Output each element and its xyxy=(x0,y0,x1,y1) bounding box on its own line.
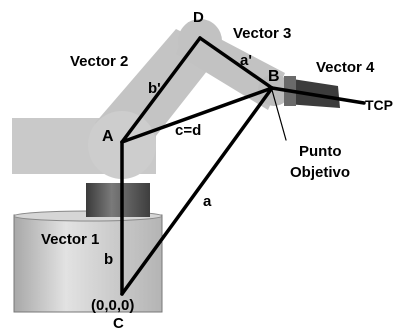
label-vector-2: Vector 2 xyxy=(70,53,128,70)
base-collar xyxy=(86,183,150,217)
forearm-link xyxy=(176,22,285,110)
label-point-c: C xyxy=(113,315,124,332)
vector-lines xyxy=(120,36,366,296)
label-point-a: A xyxy=(102,128,114,145)
label-a-prime: a' xyxy=(240,52,252,69)
line-a-prime xyxy=(198,36,274,90)
label-point-b: B xyxy=(268,68,280,85)
base-cylinder xyxy=(13,214,163,313)
label-target-line2: Objetivo xyxy=(290,164,350,181)
line-c-d xyxy=(120,86,274,144)
label-target-line1: Punto xyxy=(299,143,342,160)
label-point-d: D xyxy=(193,9,204,26)
line-tcp xyxy=(270,86,366,105)
label-vector-3: Vector 3 xyxy=(233,25,291,42)
label-tcp: TCP xyxy=(365,97,393,113)
line-b-prime xyxy=(120,36,202,144)
target-leader xyxy=(271,89,287,141)
label-vector-4: Vector 4 xyxy=(316,59,375,76)
labels: D Vector 3 Vector 2 Vector 4 a' B b' TCP… xyxy=(41,9,393,332)
label-segment-b: b xyxy=(104,251,113,268)
label-c-eq-d: c=d xyxy=(175,122,201,139)
label-segment-a: a xyxy=(203,193,212,210)
label-b-prime: b' xyxy=(148,80,161,97)
label-origin: (0,0,0) xyxy=(91,297,134,314)
line-a xyxy=(120,86,274,296)
label-vector-1: Vector 1 xyxy=(41,231,99,248)
